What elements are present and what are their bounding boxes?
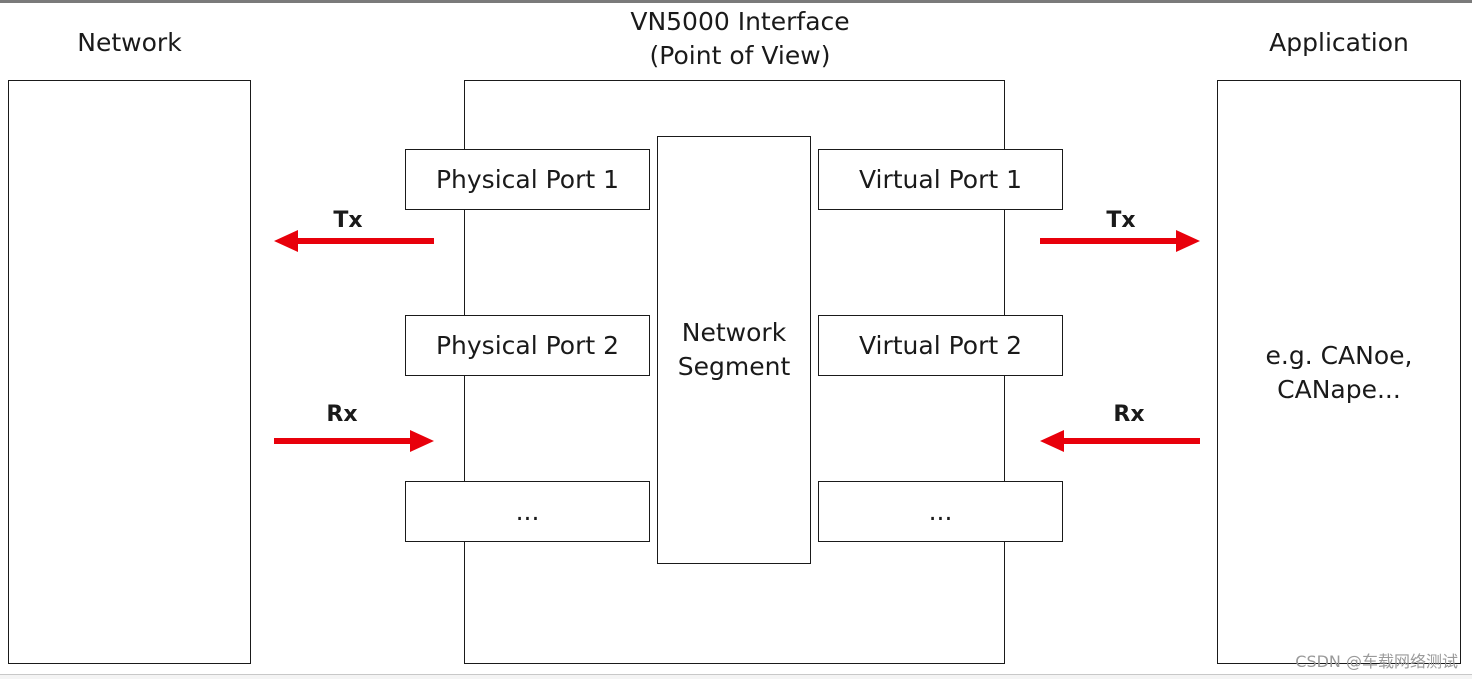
physical-port-more: ...	[405, 481, 650, 542]
right-rx-arrow	[1040, 430, 1200, 452]
right-rx-label: Rx	[1113, 402, 1145, 427]
diagram-title: VN5000 Interface (Point of View)	[540, 5, 940, 73]
application-box: e.g. CANoe, CANape...	[1217, 80, 1461, 664]
physical-port-2: Physical Port 2	[405, 315, 650, 376]
segment-line-2: Segment	[677, 352, 791, 381]
watermark: CSDN @车载网络测试	[1295, 652, 1458, 671]
application-desc-line-2: CANape...	[1277, 375, 1401, 404]
application-label: Application	[1269, 28, 1409, 57]
network-segment-box: Network Segment	[657, 136, 811, 564]
application-desc-line-1: e.g. CANoe,	[1265, 341, 1413, 370]
segment-line-1: Network	[681, 318, 787, 347]
virtual-port-more: ...	[818, 481, 1063, 542]
right-tx-arrow	[1040, 230, 1200, 252]
application-description: e.g. CANoe, CANape...	[1218, 339, 1460, 407]
network-segment-label: Network Segment	[678, 316, 791, 384]
title-line-2: (Point of View)	[649, 41, 831, 70]
network-label: Network	[77, 28, 182, 57]
title-line-1: VN5000 Interface	[630, 7, 850, 36]
left-tx-arrow	[274, 230, 434, 252]
network-box	[8, 80, 251, 664]
left-rx-label: Rx	[326, 402, 358, 427]
right-tx-label: Tx	[1106, 208, 1136, 233]
left-rx-arrow	[274, 430, 434, 452]
physical-port-1: Physical Port 1	[405, 149, 650, 210]
window-top-border	[0, 0, 1472, 3]
left-tx-label: Tx	[333, 208, 363, 233]
virtual-port-2: Virtual Port 2	[818, 315, 1063, 376]
window-bottom-edge	[0, 674, 1472, 679]
virtual-port-1: Virtual Port 1	[818, 149, 1063, 210]
